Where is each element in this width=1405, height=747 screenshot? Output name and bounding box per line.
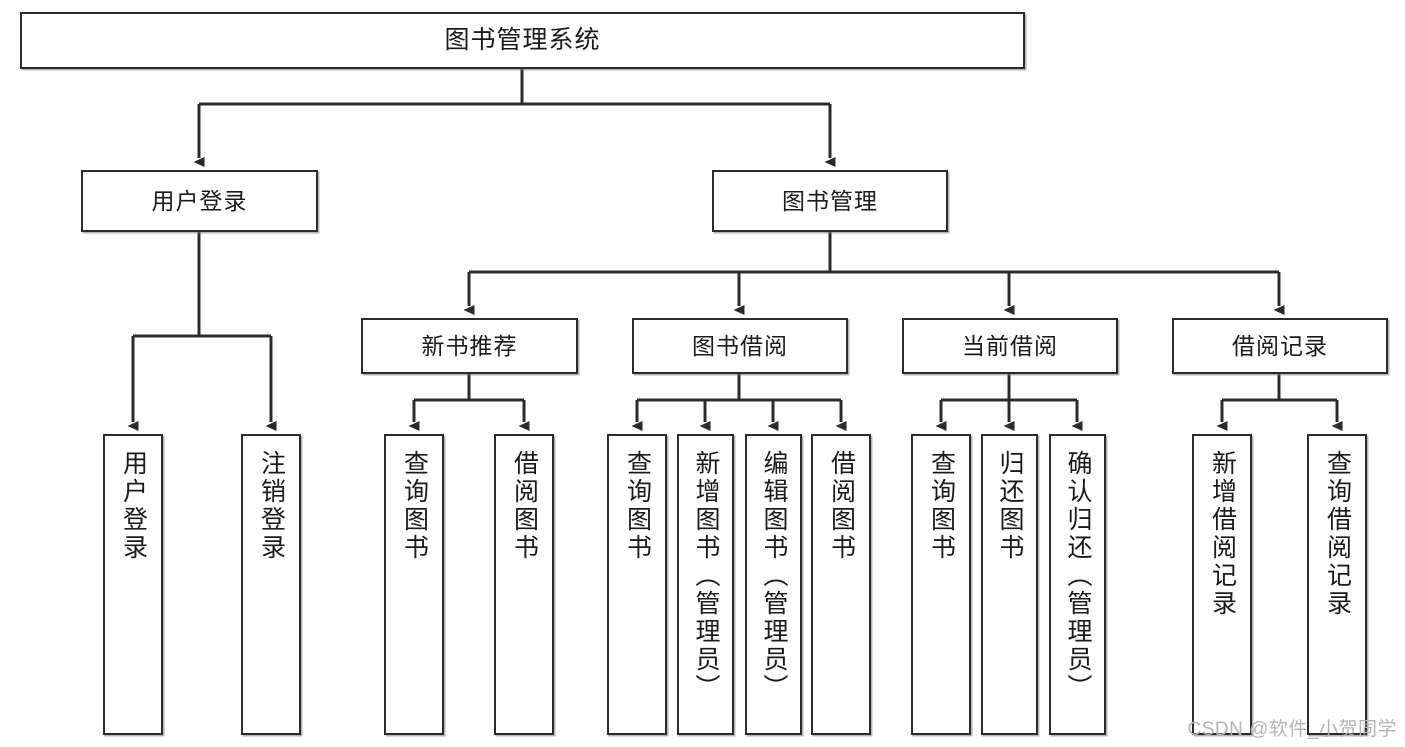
node-label: 图书管理系统 (444, 26, 601, 54)
node-leaf-return-book[interactable]: 归还图书 (981, 434, 1038, 735)
node-leaf-add-book[interactable]: 新增图书（管理员） (677, 434, 734, 735)
node-label: 借阅图书 (510, 450, 539, 562)
node-label: 图书借阅 (692, 332, 788, 359)
node-root-book-management-system[interactable]: 图书管理系统 (20, 12, 1025, 69)
node-new-book-recommend[interactable]: 新书推荐 (361, 318, 578, 374)
node-leaf-user-login[interactable]: 用户登录 (103, 434, 163, 735)
node-label: 编辑图书（管理员） (760, 450, 788, 702)
node-leaf-query-book-borrow[interactable]: 查询图书 (607, 434, 667, 735)
node-label: 查询图书 (400, 450, 429, 562)
node-leaf-edit-book[interactable]: 编辑图书（管理员） (745, 434, 802, 735)
node-borrow-record[interactable]: 借阅记录 (1172, 318, 1388, 374)
node-label: 查询图书 (927, 450, 956, 562)
node-label: 当前借阅 (962, 332, 1058, 359)
node-leaf-add-borrow-record[interactable]: 新增借阅记录 (1192, 434, 1252, 735)
node-leaf-borrow-book-recommend[interactable]: 借阅图书 (494, 434, 554, 735)
node-label: 新增借阅记录 (1208, 450, 1237, 618)
node-book-management[interactable]: 图书管理 (712, 170, 948, 232)
csdn-watermark: CSDN @软件_小贺同学 (1187, 719, 1397, 740)
node-label: 借阅记录 (1232, 332, 1328, 359)
node-label: 注销登录 (257, 450, 286, 562)
node-book-borrow[interactable]: 图书借阅 (632, 318, 848, 374)
node-label: 查询图书 (623, 450, 652, 562)
node-label: 用户登录 (151, 187, 248, 214)
node-label: 查询借阅记录 (1323, 450, 1352, 618)
node-label: 新增图书（管理员） (692, 450, 720, 702)
node-label: 新书推荐 (421, 332, 518, 359)
node-label: 借阅图书 (827, 450, 856, 562)
node-current-borrow[interactable]: 当前借阅 (902, 318, 1118, 374)
node-user-login[interactable]: 用户登录 (81, 170, 318, 232)
node-leaf-borrow-book[interactable]: 借阅图书 (811, 434, 871, 735)
node-leaf-logout-login[interactable]: 注销登录 (241, 434, 301, 735)
node-leaf-confirm-return[interactable]: 确认归还（管理员） (1049, 434, 1106, 735)
node-leaf-query-borrow-record[interactable]: 查询借阅记录 (1307, 434, 1367, 735)
node-label: 图书管理 (782, 187, 878, 214)
node-leaf-query-book-current[interactable]: 查询图书 (911, 434, 971, 735)
node-label: 归还图书 (996, 450, 1024, 562)
node-label: 确认归还（管理员） (1064, 450, 1092, 702)
node-label: 用户登录 (119, 450, 148, 562)
node-leaf-query-book-recommend[interactable]: 查询图书 (384, 434, 444, 735)
